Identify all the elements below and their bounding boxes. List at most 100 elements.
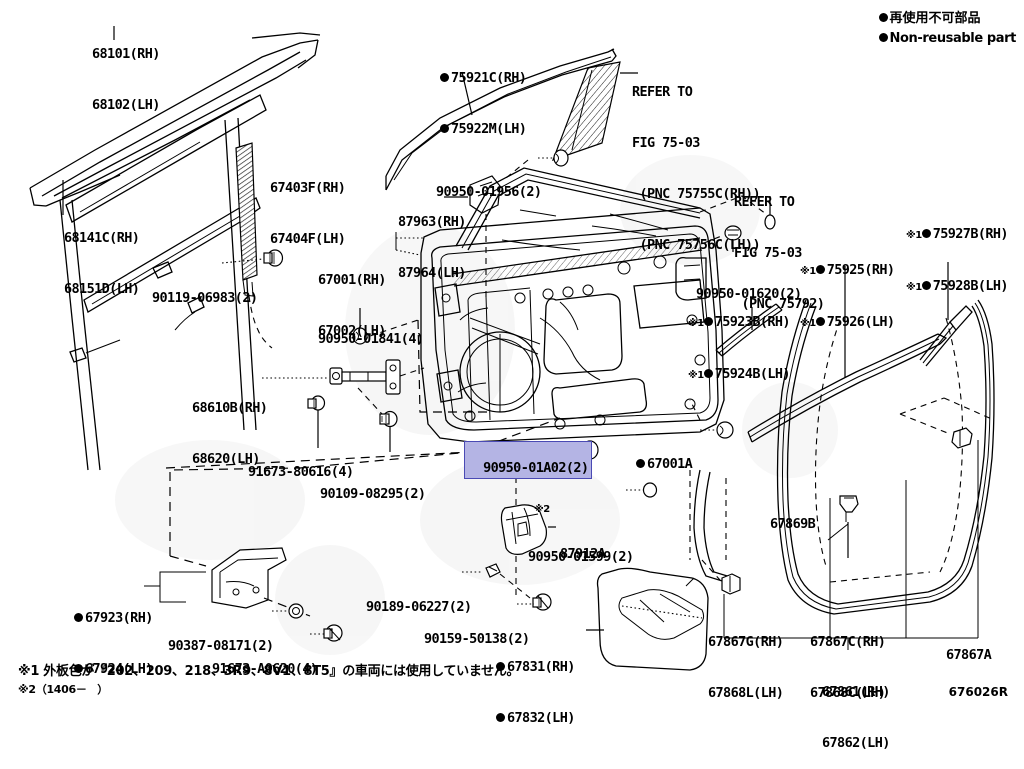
callout-67001[interactable]: 67001(RH) 67002(LH) bbox=[318, 238, 386, 357]
part-shape-weatherstrip-67869B bbox=[689, 469, 735, 585]
callout-87912A[interactable]: 87912A bbox=[560, 512, 606, 580]
note-mark-1: ※1 bbox=[906, 282, 922, 293]
callout-line: 67831(RH) bbox=[496, 659, 575, 676]
callout-90159-50138[interactable]: 90159-50138(2) bbox=[424, 597, 530, 665]
callout-line: (PNC 75756C(LH)) bbox=[632, 237, 761, 253]
callout-line: (PNC 75792) bbox=[734, 296, 825, 312]
callout-68141C[interactable]: 68141C(RH) 68151D(LH) bbox=[64, 196, 140, 315]
callout-line: 67403F(RH) bbox=[270, 180, 346, 196]
non-reusable-marker-icon bbox=[440, 124, 449, 133]
part-shape-nut-90189-06227 bbox=[485, 563, 501, 578]
callout-91673-80616[interactable]: 91673-80616(4) bbox=[248, 430, 354, 498]
callout-line: 68101(RH) bbox=[92, 46, 160, 62]
legend-label-en: Non-reusable part bbox=[889, 31, 1017, 46]
callout-90950-01620[interactable]: 90950-01620(2) bbox=[696, 252, 802, 320]
part-shape-nut-67001A bbox=[716, 421, 734, 439]
callout-line: 67867G(RH) bbox=[708, 634, 784, 650]
note-mark-2: ※2 bbox=[534, 504, 550, 515]
part-shape-screw-90119 bbox=[263, 249, 284, 267]
part-shape-clip-right bbox=[951, 427, 973, 449]
callout-91673-A0620[interactable]: 91673-A0620(4) bbox=[212, 627, 318, 695]
callout-refer-75792[interactable]: REFER TO FIG 75-03 (PNC 75792) bbox=[734, 160, 825, 330]
callout-line: 68151D(LH) bbox=[64, 281, 140, 297]
part-shape-garnish-67923 bbox=[211, 547, 287, 609]
callout-90950-01A02-highlighted[interactable]: 90950-01A02(2) bbox=[464, 441, 593, 479]
callout-line: REFER TO bbox=[734, 194, 795, 210]
dimension-brackets bbox=[723, 440, 979, 650]
callout-line: 75922M(LH) bbox=[440, 121, 527, 138]
part-shape-moulding-75927B bbox=[919, 305, 973, 367]
part-shape-front-door-panel bbox=[420, 167, 725, 443]
callout-90950-01841[interactable]: 90950-01841(4) bbox=[318, 297, 424, 365]
part-shape-weatherstrip-67861 bbox=[776, 299, 995, 615]
part-shape-mirror-87912A bbox=[500, 504, 547, 555]
non-reusable-marker-icon bbox=[496, 713, 505, 722]
callout-line: 68610B(RH) bbox=[192, 400, 268, 416]
callout-67867G[interactable]: 67867G(RH) 67868L(LH) bbox=[708, 600, 784, 719]
callout-line: 90119-06983(2) bbox=[152, 290, 258, 306]
non-reusable-marker-icon bbox=[440, 73, 449, 82]
part-shape-door-window-frame bbox=[59, 94, 267, 471]
callout-line: 90950-01956(2) bbox=[436, 184, 542, 200]
callout-line: 87964(LH) bbox=[398, 265, 466, 281]
callout-line: 87912A bbox=[560, 546, 606, 562]
callout-line: 91673-80616(4) bbox=[248, 464, 354, 480]
callout-line: 67867C(RH) bbox=[810, 634, 886, 650]
non-reusable-marker-icon bbox=[703, 369, 713, 378]
callout-67403F[interactable]: 67403F(RH) 67404F(LH) bbox=[270, 146, 346, 265]
callout-67869B[interactable]: 67869B bbox=[770, 482, 816, 550]
callout-line: 67404F(LH) bbox=[270, 231, 346, 247]
callout-68610B[interactable]: 68610B(RH) 68620(LH) bbox=[192, 366, 268, 485]
callout-67861[interactable]: 67861(RH) 67862(LH) bbox=[822, 650, 890, 769]
document-id: 676026R bbox=[948, 685, 1008, 699]
callout-90387-08171[interactable]: 90387-08171(2) bbox=[168, 604, 274, 672]
callout-line: 68141C(RH) bbox=[64, 230, 140, 246]
callout-67923[interactable]: 67923(RH) 67924(LH) bbox=[74, 576, 153, 695]
callout-line: 67001(RH) bbox=[318, 272, 386, 288]
callout-67001A[interactable]: 67001A bbox=[636, 422, 693, 490]
callout-68101[interactable]: 68101(RH) 68102(LH) bbox=[92, 12, 160, 131]
callout-line: 67002(LH) bbox=[318, 323, 386, 339]
callout-90189-06227[interactable]: 90189-06227(2) bbox=[366, 565, 472, 633]
callout-90950-01599[interactable]: ※2 90950-01599(2) bbox=[528, 470, 634, 583]
footnotes: ※1 外板色が『202、209、218、3R9、8V1、8T5』の車両には使用し… bbox=[18, 663, 520, 699]
callout-67867A[interactable]: 67867A bbox=[946, 613, 992, 681]
callout-line: 67867A bbox=[946, 647, 992, 663]
non-reusable-marker-icon bbox=[878, 33, 888, 42]
callout-90109-08295[interactable]: 90109-08295(2) bbox=[320, 452, 426, 520]
part-shape-clip-90950-01956 bbox=[553, 149, 569, 167]
non-reusable-marker-icon bbox=[703, 317, 713, 326]
part-shape-door-check-68610B bbox=[329, 359, 401, 395]
non-reusable-marker-icon bbox=[878, 13, 888, 22]
part-shape-clip-90950-01599 bbox=[642, 482, 658, 498]
callout-line: 90950-01A02(2) bbox=[483, 460, 589, 476]
part-shape-clip-67867G bbox=[721, 573, 741, 595]
callout-line: 67869B bbox=[770, 516, 816, 532]
legend-label-jp: 再使用不可部品 bbox=[889, 11, 981, 26]
callout-line: 67868C(LH) bbox=[810, 685, 886, 701]
part-shape-clip-67869B bbox=[839, 495, 859, 522]
note-mark-1: ※1 bbox=[688, 370, 704, 381]
callout-87963[interactable]: 87963(RH) 87964(LH) bbox=[398, 180, 466, 299]
callout-90119-06983[interactable]: 90119-06983(2) bbox=[152, 256, 258, 324]
callout-75921C[interactable]: 75921C(RH) 75922M(LH) bbox=[440, 36, 527, 155]
part-shape-pillar-garnish bbox=[551, 61, 621, 161]
callout-line: 90159-50138(2) bbox=[424, 631, 530, 647]
non-reusable-marker-icon bbox=[496, 662, 505, 671]
callout-90950-01956[interactable]: 90950-01956(2) bbox=[436, 150, 542, 218]
callout-line: 75921C(RH) bbox=[440, 70, 527, 87]
callout-67867C[interactable]: 67867C(RH) 67868C(LH) bbox=[810, 600, 886, 719]
callout-line: (PNC 75755C(RH)) bbox=[632, 186, 761, 202]
callout-refer-75755C[interactable]: REFER TO FIG 75-03 (PNC 75755C(RH)) (PNC… bbox=[632, 50, 761, 271]
non-reusable-marker-icon bbox=[921, 229, 931, 238]
non-reusable-marker-icon bbox=[921, 281, 931, 290]
note-mark-1: ※1 bbox=[800, 318, 816, 329]
part-shape-moulding-75923B bbox=[715, 303, 783, 357]
